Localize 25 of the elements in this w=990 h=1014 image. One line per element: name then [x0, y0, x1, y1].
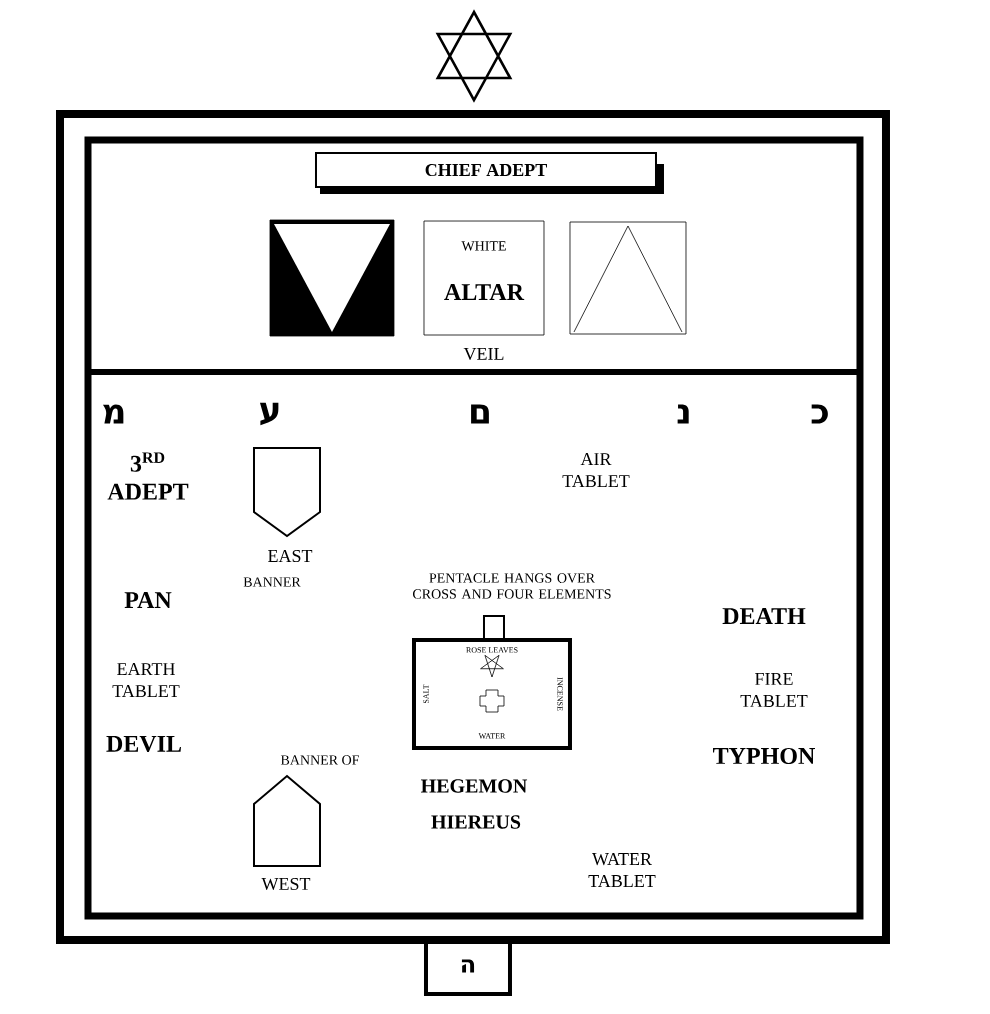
officer-label: DEATH [722, 608, 806, 624]
banner-label: EAST [268, 549, 313, 563]
hebrew-letter: נ [677, 404, 689, 424]
tablet-label: WATER TABLET [588, 853, 656, 887]
officer-label: PAN [124, 592, 172, 608]
officer-label: 3$^{RD}$ ADEPT [107, 452, 189, 500]
banner-shield [253, 447, 321, 538]
hebrew-letter: ע [259, 402, 279, 426]
hebrew-letter: מ [102, 404, 124, 424]
tablet-label: EARTH TABLET [112, 663, 180, 697]
title-plaque: CHIEF ADEPT [315, 152, 664, 194]
banner-label: WEST [261, 877, 311, 891]
tablet-label: AIR TABLET [562, 453, 630, 487]
hebrew-letter: ם [471, 404, 489, 424]
officer-label: TYPHON [713, 747, 815, 765]
letter-box: ה [424, 936, 512, 996]
water-triangle-box [269, 219, 395, 337]
fire-triangle-box [569, 221, 687, 335]
officer-label: DEVIL [106, 735, 181, 753]
tablet-label: FIRE TABLET [740, 673, 808, 707]
officer-label: HEGEMON [421, 779, 528, 793]
officer-label: HIEREUS [431, 815, 521, 829]
banner-shield [253, 774, 321, 867]
veil-label: VEIL [463, 348, 504, 361]
hebrew-letter: כ [811, 404, 828, 424]
